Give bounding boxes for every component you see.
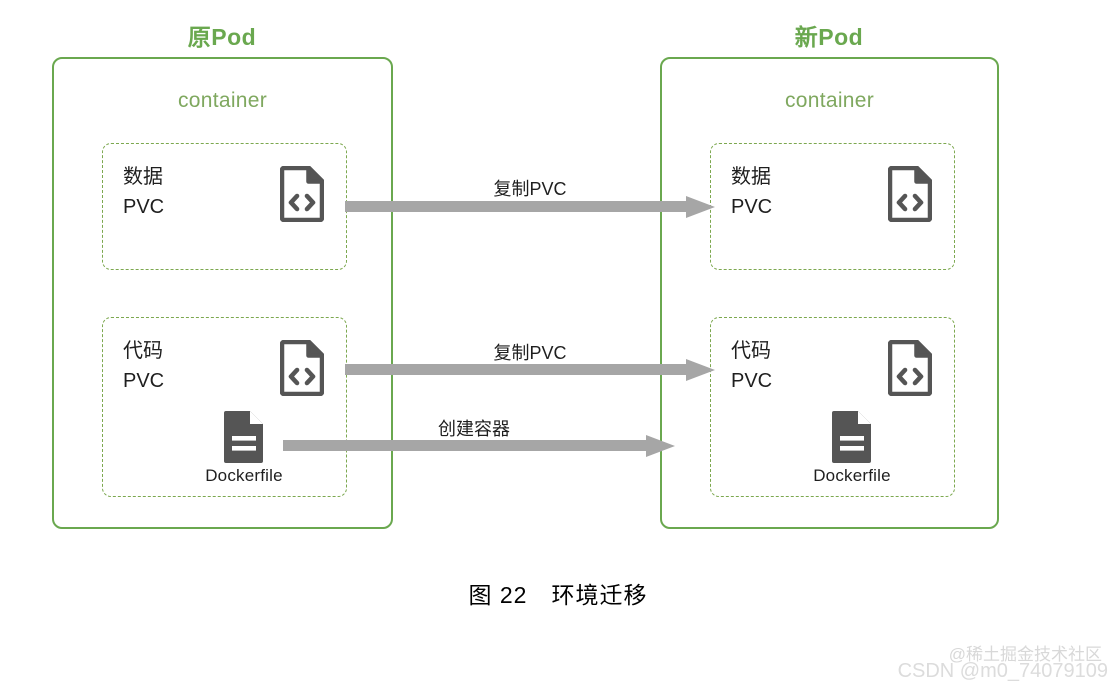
container-label-new: container (784, 89, 875, 112)
watermark-juejin: @稀土掘金技术社区 (948, 645, 1102, 664)
dockerfile-icon (806, 410, 898, 464)
code-file-icon (279, 165, 325, 223)
arrow-label-create-container: 创建容器 (438, 419, 510, 439)
arrow-copy-pvc-code (345, 359, 715, 381)
pod-box-old: container 数据 PVC 代码 PVC (52, 57, 393, 529)
figure-caption: 图 22 环境迁移 (468, 582, 648, 608)
dockerfile-group-new: Dockerfile (806, 410, 898, 486)
watermark-csdn: CSDN @m0_74079109 (897, 660, 1108, 682)
arrow-create-container (283, 435, 675, 457)
volume-text-old-code: 代码 PVC (123, 336, 164, 396)
volume-line2-new-data: PVC (731, 196, 773, 218)
volume-line2-old-data: PVC (123, 196, 165, 218)
volume-text-old-data: 数据 PVC (123, 162, 164, 222)
volume-box-new-data: 数据 PVC (710, 143, 955, 270)
container-label-old: container (177, 89, 268, 112)
arrow-label-copy-pvc-code: 复制PVC (493, 343, 567, 363)
pod-title-old: 原Pod (187, 24, 257, 50)
pod-box-new: container 数据 PVC 代码 PVC (660, 57, 999, 529)
code-file-icon (887, 165, 933, 223)
dockerfile-group-old: Dockerfile (198, 410, 290, 486)
volume-box-old-code: 代码 PVC (102, 317, 347, 497)
volume-line1-old-data: 数据 (123, 166, 163, 188)
volume-text-new-code: 代码 PVC (731, 336, 772, 396)
volume-text-new-data: 数据 PVC (731, 162, 772, 222)
arrow-copy-pvc-data (345, 196, 715, 218)
volume-line2-old-code: PVC (123, 370, 165, 392)
dockerfile-icon (198, 410, 290, 464)
arrow-label-copy-pvc-data: 复制PVC (493, 179, 567, 199)
volume-line1-new-code: 代码 (731, 340, 771, 362)
volume-box-old-data: 数据 PVC (102, 143, 347, 270)
volume-line1-new-data: 数据 (731, 166, 771, 188)
pod-title-new: 新Pod (794, 24, 864, 50)
volume-box-new-code: 代码 PVC (710, 317, 955, 497)
dockerfile-label-new: Dockerfile (813, 466, 891, 485)
dockerfile-label-old: Dockerfile (205, 466, 283, 485)
code-file-icon (887, 339, 933, 397)
code-file-icon (279, 339, 325, 397)
volume-line1-old-code: 代码 (123, 340, 163, 362)
volume-line2-new-code: PVC (731, 370, 773, 392)
